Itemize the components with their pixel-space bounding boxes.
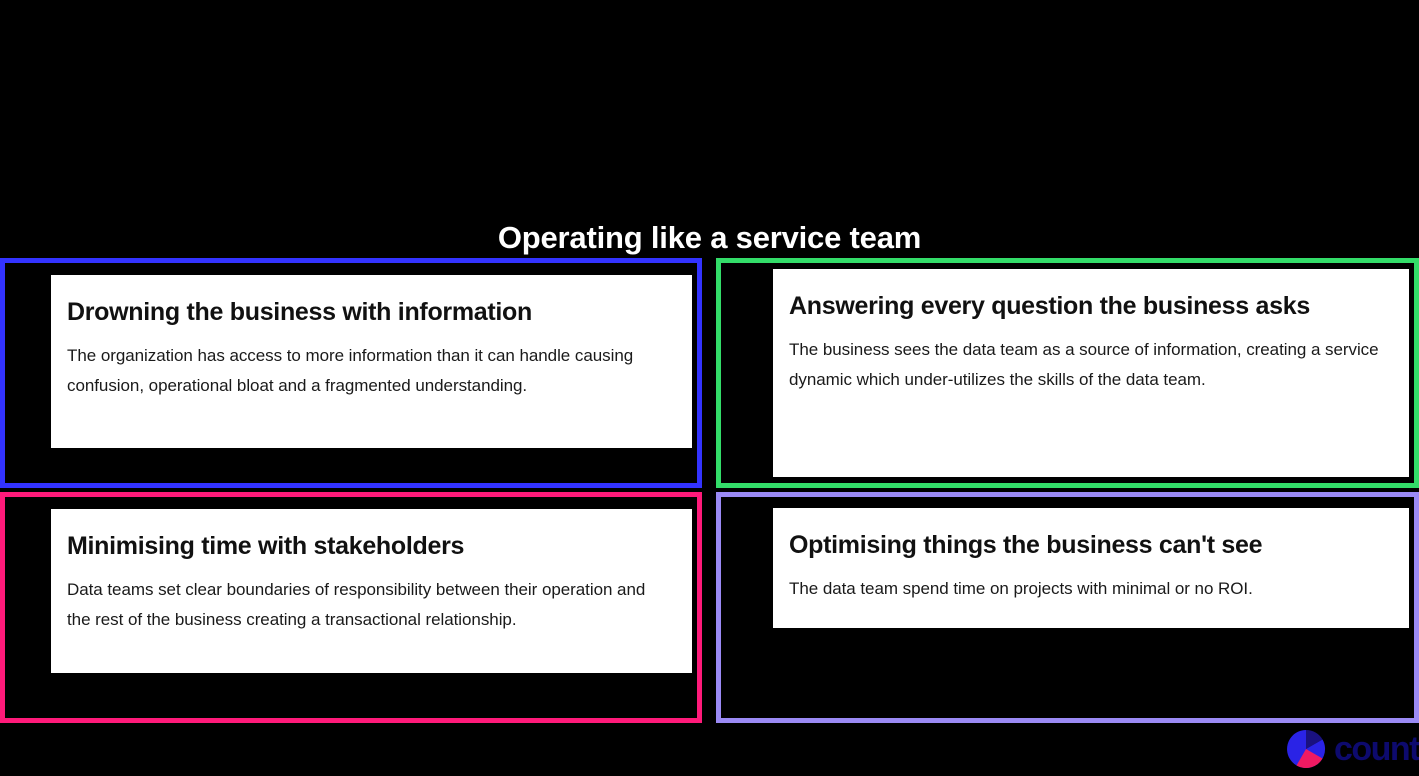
card-drowning-the-business-with-information[interactable]: Drowning the business with information T… bbox=[0, 258, 702, 488]
card-grid: Drowning the business with information T… bbox=[0, 258, 1419, 723]
count-logo: count bbox=[1286, 726, 1419, 772]
count-logo-wordmark: count bbox=[1333, 730, 1419, 768]
card-content-panel: Minimising time with stakeholders Data t… bbox=[51, 509, 692, 673]
card-heading: Optimising things the business can't see bbox=[789, 531, 1263, 559]
card-optimising-things-the-business-cant-see[interactable]: Optimising things the business can't see… bbox=[716, 492, 1419, 723]
card-body-text: The data team spend time on projects wit… bbox=[789, 579, 1253, 598]
count-logo-mark-icon bbox=[1286, 729, 1325, 769]
card-body-text: The organization has access to more info… bbox=[67, 346, 634, 395]
card-heading: Minimising time with stakeholders bbox=[67, 532, 465, 560]
card-content-panel: Answering every question the business as… bbox=[773, 269, 1409, 477]
card-answering-every-question-the-business-asks[interactable]: Answering every question the business as… bbox=[716, 258, 1419, 488]
page-title: Operating like a service team bbox=[497, 219, 922, 255]
card-minimising-time-with-stakeholders[interactable]: Minimising time with stakeholders Data t… bbox=[0, 492, 702, 723]
card-content-panel: Optimising things the business can't see… bbox=[773, 508, 1409, 628]
card-heading: Answering every question the business as… bbox=[789, 292, 1310, 320]
card-heading: Drowning the business with information bbox=[67, 298, 532, 326]
card-content-panel: Drowning the business with information T… bbox=[51, 275, 692, 448]
card-body-text: Data teams set clear boundaries of respo… bbox=[67, 580, 646, 629]
card-body-text: The business sees the data team as a sou… bbox=[789, 340, 1379, 389]
